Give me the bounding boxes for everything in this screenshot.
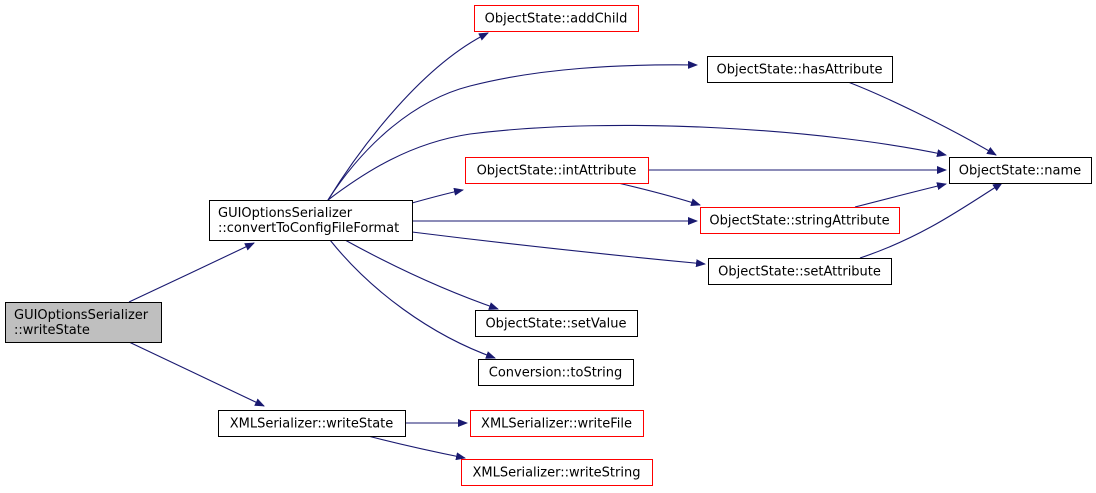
edge-hasAttribute-to-name: [847, 81, 997, 156]
node-label-line: ObjectState::addChild: [485, 12, 628, 27]
node-label-line: XMLSerializer::writeState: [230, 417, 394, 432]
node-label-line: Conversion::toString: [489, 366, 623, 381]
node-box: [470, 410, 644, 437]
edge-layer: [128, 32, 1003, 461]
node-addChild[interactable]: ObjectState::addChild: [474, 5, 639, 32]
node-label-line: ObjectState::setValue: [485, 317, 626, 332]
node-layer: GUIOptionsSerializer::writeStateGUIOptio…: [5, 5, 1092, 486]
node-box: [461, 459, 653, 486]
node-label-line: ObjectState::stringAttribute: [709, 214, 889, 229]
node-label-line: GUIOptionsSerializer: [218, 206, 353, 221]
node-setValue[interactable]: ObjectState::setValue: [475, 310, 638, 337]
node-writeFile[interactable]: XMLSerializer::writeFile: [470, 410, 644, 437]
edge-convert-to-setAttribute: [411, 231, 706, 268]
node-label-line: ObjectState::hasAttribute: [717, 63, 883, 78]
node-label-line: XMLSerializer::writeFile: [481, 417, 632, 432]
node-box: [475, 310, 638, 337]
edge-convert-to-intAttribute: [411, 187, 464, 204]
node-label-line: ObjectState::setAttribute: [718, 265, 881, 280]
node-box: [707, 56, 893, 83]
edge-root-to-xmlWriteState: [128, 341, 265, 407]
edge-convert-to-addChild: [327, 32, 489, 201]
node-intAttribute[interactable]: ObjectState::intAttribute: [465, 157, 649, 184]
node-label-line: XMLSerializer::writeString: [473, 466, 641, 481]
edge-intAttribute-to-stringAttribute: [617, 182, 701, 207]
edge-convert-to-name: [327, 124, 947, 201]
edge-xmlWriteState-to-writeString: [367, 435, 466, 461]
edge-convert-to-toString: [329, 239, 496, 359]
node-box: [465, 157, 649, 184]
node-label-line: ::convertToConfigFileFormat: [218, 221, 399, 236]
node-box: [700, 207, 900, 234]
node-box: [5, 302, 162, 343]
node-box: [218, 410, 406, 437]
node-stringAttribute[interactable]: ObjectState::stringAttribute: [700, 207, 900, 234]
edge-convert-to-setValue: [344, 239, 499, 310]
node-box: [708, 258, 892, 285]
node-label-line: ObjectState::intAttribute: [477, 164, 637, 179]
edge-convert-to-hasAttribute: [327, 60, 698, 201]
node-hasAttribute[interactable]: ObjectState::hasAttribute: [707, 56, 893, 83]
node-xmlWriteState[interactable]: XMLSerializer::writeState: [218, 410, 406, 437]
node-label-line: GUIOptionsSerializer: [14, 308, 149, 323]
edge-root-to-convert: [128, 242, 255, 303]
node-label-line: ::writeState: [14, 323, 90, 338]
node-label-line: ObjectState::name: [959, 164, 1081, 179]
node-writeString[interactable]: XMLSerializer::writeString: [461, 459, 653, 486]
node-box: [474, 5, 639, 32]
node-box: [209, 200, 413, 241]
node-box: [949, 157, 1092, 184]
node-setAttribute[interactable]: ObjectState::setAttribute: [708, 258, 892, 285]
node-root[interactable]: GUIOptionsSerializer::writeState: [5, 302, 162, 343]
node-name[interactable]: ObjectState::name: [949, 157, 1092, 184]
node-box: [478, 359, 634, 386]
node-toString[interactable]: Conversion::toString: [478, 359, 634, 386]
node-convert[interactable]: GUIOptionsSerializer::convertToConfigFil…: [209, 200, 413, 241]
edge-stringAttribute-to-name: [854, 182, 947, 208]
edge-setAttribute-to-name: [859, 182, 1003, 259]
